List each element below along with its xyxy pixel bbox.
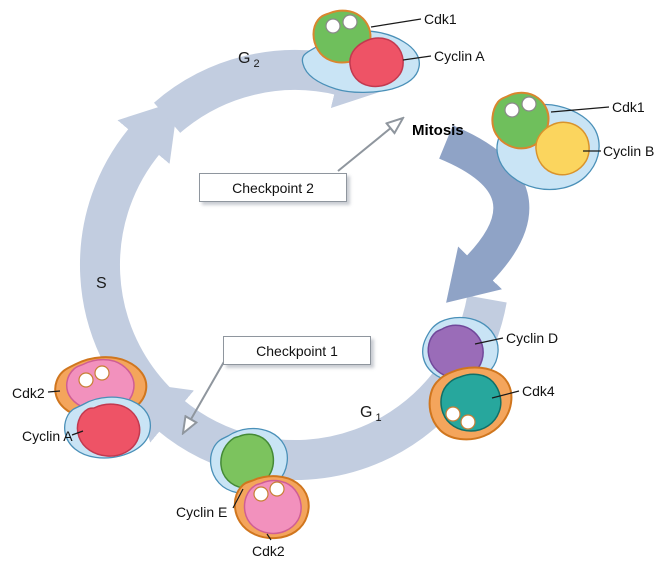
phosphate-circle — [94, 365, 110, 381]
phosphate-circle — [269, 481, 285, 497]
checkpoint-2-label: Checkpoint 2 — [232, 179, 314, 196]
label-cdk1-top: Cdk1 — [424, 11, 457, 27]
phosphate-circle — [325, 18, 341, 34]
pointer-line-cdk1-top — [370, 18, 422, 28]
label-cyclin-d: Cyclin D — [506, 330, 559, 346]
phosphate-circle — [460, 414, 476, 430]
pointer-line-cdk1-right — [550, 106, 610, 113]
checkpoint-pointers — [190, 127, 392, 421]
complex-cdk1-cyclin-b — [491, 91, 600, 191]
phase-label-mitosis: Mitosis — [412, 122, 464, 139]
pointer-line-cyclin-e — [232, 488, 244, 509]
complex-cyclin-e-cdk2 — [209, 427, 310, 540]
checkpoint-2-box: Checkpoint 2 — [199, 173, 347, 202]
phase-subscript: 2 — [253, 58, 260, 71]
label-cyclin-a-left: Cyclin A — [22, 428, 73, 444]
label-cdk2-left: Cdk2 — [12, 385, 45, 401]
phosphate-circle — [504, 102, 520, 118]
checkpoint-1-label: Checkpoint 1 — [256, 342, 338, 359]
pointer-line-cdk2-bottom — [266, 533, 272, 541]
checkpoint-1-box: Checkpoint 1 — [223, 336, 371, 365]
pointer-line-cdk2-left — [47, 390, 61, 393]
phase-letter: S — [96, 275, 107, 292]
pointer-line-cyclin-a-top — [402, 55, 432, 61]
pointer-line-cdk4 — [491, 390, 520, 399]
cyclin-a-blob — [76, 403, 141, 457]
checkpoint-2-arrow — [337, 127, 392, 172]
phosphate-circle — [253, 486, 269, 502]
complex-cyclin-d-cdk4 — [422, 316, 513, 441]
complex-cdk1-cyclin-a-top — [301, 9, 420, 94]
label-cdk2-bottom: Cdk2 — [252, 543, 285, 559]
label-cyclin-b: Cyclin B — [603, 143, 655, 159]
label-pointer-lines — [47, 18, 610, 541]
cyclin-a-blob — [349, 37, 404, 88]
label-cdk4: Cdk4 — [522, 383, 555, 399]
label-cdk1-right: Cdk1 — [612, 99, 645, 115]
phase-label-s: S — [96, 276, 107, 292]
pointer-line-cyclin-d — [474, 337, 504, 345]
phosphate-circle — [521, 96, 537, 112]
label-cyclin-a-top: Cyclin A — [434, 48, 485, 64]
cyclin-b-blob — [535, 121, 590, 176]
label-cyclin-e: Cyclin E — [176, 504, 228, 520]
pointer-line-cyclin-a-left — [71, 430, 84, 436]
phosphate-circle — [78, 372, 94, 388]
phase-letter: G — [360, 404, 373, 421]
mitosis-arrow — [438, 125, 530, 303]
phosphate-circle — [342, 14, 358, 30]
phase-subscript: 1 — [375, 412, 382, 425]
complex-cdk2-cyclin-a-left — [54, 356, 152, 459]
phase-letter: G — [238, 50, 251, 67]
phosphate-circle — [445, 406, 461, 422]
checkpoint-1-arrow — [190, 359, 226, 421]
